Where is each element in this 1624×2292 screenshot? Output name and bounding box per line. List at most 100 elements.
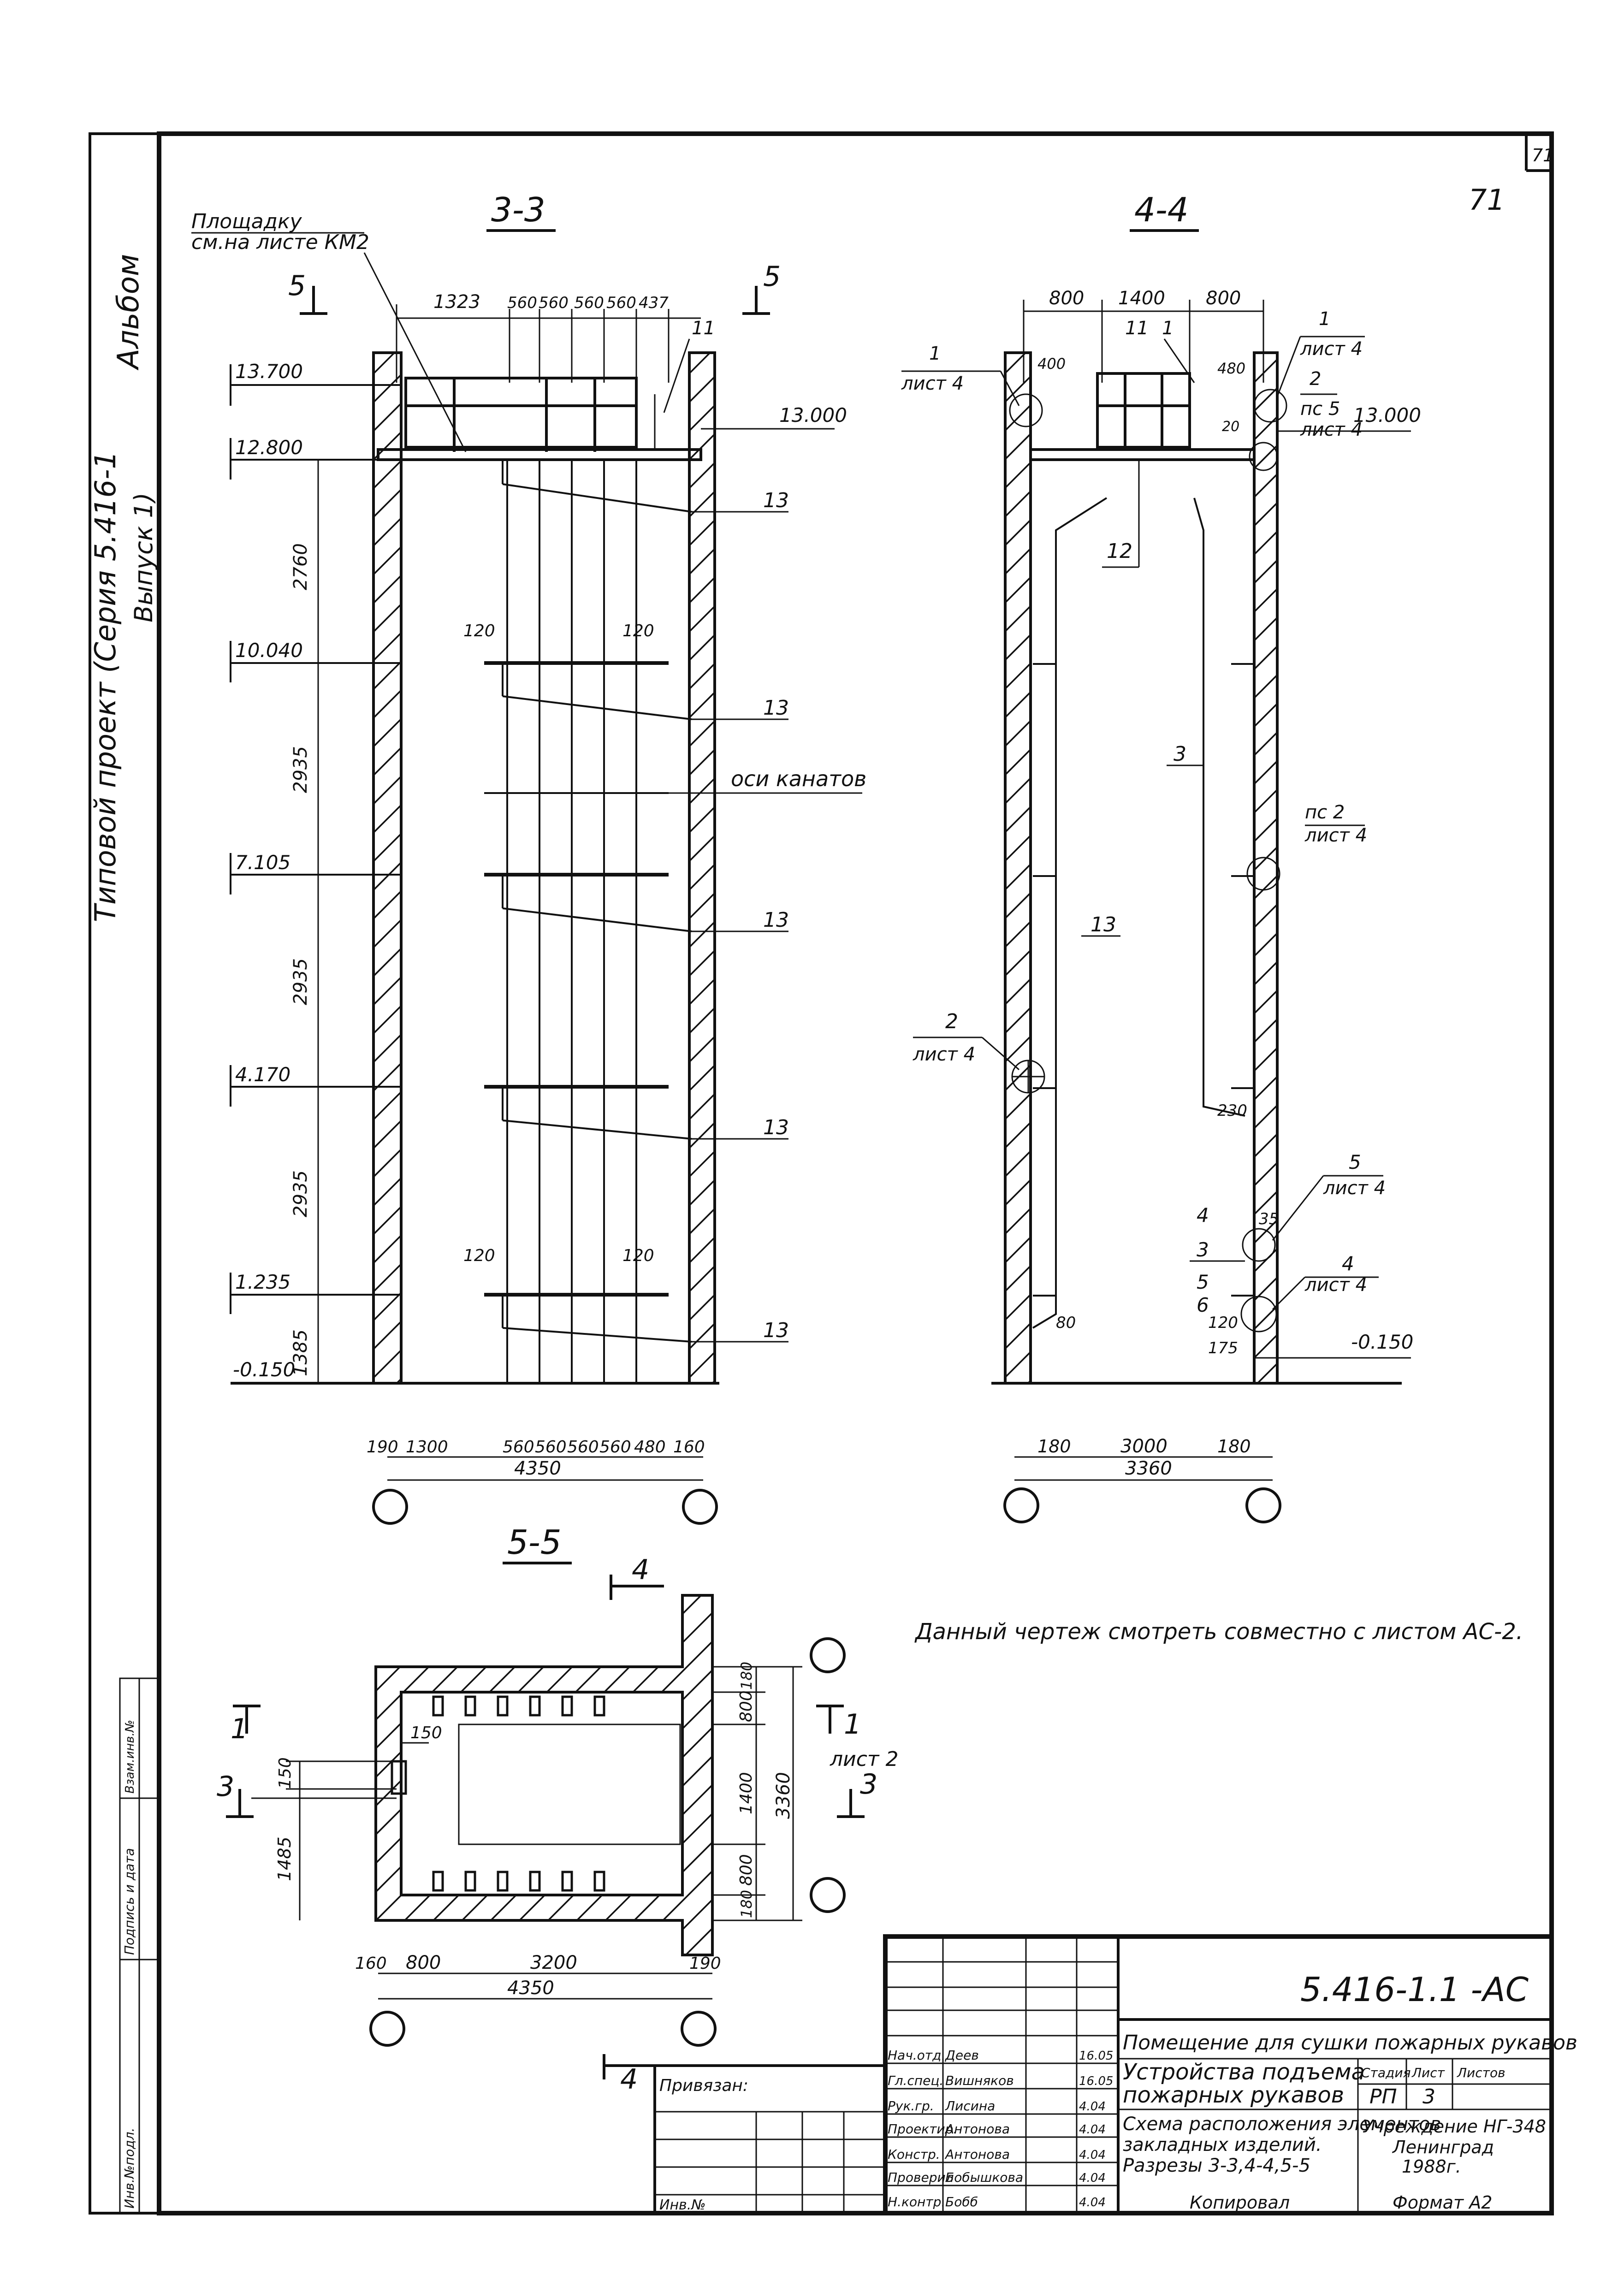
level-4170: 4.170 <box>235 1063 290 1086</box>
stamp-col-3: Взам.инв.№ <box>123 1720 137 1794</box>
sheet-number-mark: 71 <box>1469 183 1505 217</box>
bottom-dim-55-1: 160 <box>355 1954 387 1973</box>
leaf-label-1: лист 4 <box>901 373 964 394</box>
bottom-dim-7: 480 <box>634 1438 666 1457</box>
inner-frame <box>157 131 1554 2215</box>
name-2: Вишняков <box>945 2073 1014 2088</box>
top-dim-44-2: 1400 <box>1118 288 1165 309</box>
top-dim-6: 437 <box>639 294 669 312</box>
total-4350-55: 4350 <box>507 1978 554 1999</box>
callout-1-right: 1 <box>1319 308 1330 330</box>
bottom-dim-1: 190 <box>367 1438 398 1457</box>
issue-label: Выпуск 1) <box>129 492 158 622</box>
node-2-44: 2 <box>1310 368 1321 390</box>
leaf-label-4: лист 4 <box>1304 825 1367 846</box>
role-7: Н.контр. <box>888 2194 945 2209</box>
top-dim-2: 560 <box>507 294 537 312</box>
callout-1-44: 1 <box>1162 318 1174 339</box>
total-3360: 3360 <box>1125 1458 1172 1479</box>
bottom-dim-3: 560 <box>503 1438 534 1457</box>
bottom-dim-6: 560 <box>599 1438 631 1457</box>
callout-13-a: 13 <box>763 489 789 512</box>
margin-strip: Альбом Типовой проект (Серия 5.416-1 Вып… <box>89 254 160 2214</box>
vdim-2935-a: 2935 <box>290 746 311 793</box>
sheet-header: Лист <box>1411 2065 1445 2080</box>
format-label: Формат А2 <box>1393 2192 1492 2213</box>
callout-11-44: 11 <box>1125 318 1149 339</box>
level-7105: 7.105 <box>235 851 290 874</box>
bottom-dim-55-2: 800 <box>406 1952 441 1973</box>
dim-120-a: 120 <box>463 622 495 640</box>
inv-label: Инв.№ <box>659 2197 705 2213</box>
dim-120-c: 120 <box>463 1246 495 1265</box>
album-label: Альбом <box>112 254 146 371</box>
cut-5-left: 5 <box>288 270 306 302</box>
callout-13-e: 13 <box>763 1319 789 1342</box>
axis-bubble-44-left <box>1003 1487 1039 1523</box>
cut-5-right: 5 <box>763 261 781 293</box>
axis-bubble-44-right <box>1245 1487 1281 1523</box>
top-dim-3: 560 <box>539 294 569 312</box>
name-3: Лисина <box>945 2098 995 2114</box>
axis-bubble-55-left <box>369 2011 405 2047</box>
right-dim-1400: 1400 <box>737 1772 756 1814</box>
subdim-480: 480 <box>1217 360 1245 377</box>
right-wall <box>688 351 716 1385</box>
date-5: 4.04 <box>1079 2148 1106 2162</box>
dim-120-b: 120 <box>622 622 654 640</box>
cut-1-right: 1 <box>844 1708 861 1741</box>
role-6: Проверил <box>888 2170 954 2185</box>
right-dim-180-b: 180 <box>738 1890 755 1918</box>
stamp-col-1: Инв.№подл. <box>122 2128 137 2209</box>
bottom-dim-44-1: 180 <box>1037 1436 1071 1457</box>
dim-35: 35 <box>1259 1210 1279 1228</box>
role-5: Констр. <box>888 2147 940 2162</box>
role-1: Нач.отд. <box>888 2048 945 2063</box>
cut-4-top: 4 <box>632 1554 649 1586</box>
level-12800: 12.800 <box>235 436 303 459</box>
level-minus-0150-44: -0.150 <box>1351 1331 1413 1353</box>
sheet-title-1: Схема расположения элементов <box>1123 2114 1441 2135</box>
approval-rows: Нач.отд. Деев 16.05 Гл.спец. Вишняков 16… <box>888 2048 1113 2209</box>
name-4: Антонова <box>944 2121 1010 2137</box>
cut-1-left: 1 <box>231 1713 248 1745</box>
callout-13-44: 13 <box>1091 913 1116 936</box>
callout-1-left: 1 <box>929 343 941 364</box>
bottom-dim-2: 1300 <box>406 1438 448 1457</box>
sheet-value: 3 <box>1422 2085 1435 2108</box>
top-dim-4: 560 <box>574 294 604 312</box>
platform-note-2: см.на листе КМ2 <box>191 231 369 254</box>
cut-3-right: 3 <box>860 1768 877 1800</box>
callout-4-b: 4 <box>1342 1252 1354 1275</box>
top-dim-5: 560 <box>606 294 636 312</box>
leaf-2-label: лист 2 <box>830 1747 899 1771</box>
bottom-dim-5: 560 <box>567 1438 599 1457</box>
callout-13-d: 13 <box>763 1116 789 1139</box>
level-13700: 13.700 <box>235 360 303 383</box>
top-dim-44-1: 800 <box>1049 288 1084 309</box>
bottom-dim-55-4: 190 <box>689 1954 721 1973</box>
subdim-20: 20 <box>1222 419 1239 435</box>
cut-3-left: 3 <box>217 1771 234 1803</box>
dim-120-44: 120 <box>1208 1314 1238 1332</box>
section-5-5: 5-5 4 4 1 1 лист 2 3 <box>217 1523 899 2096</box>
bottom-dim-8: 160 <box>673 1438 705 1457</box>
right-dim-800-a: 800 <box>737 1690 756 1722</box>
date-3: 4.04 <box>1079 2100 1106 2114</box>
section-3-3: 3-3 Площадку см.на листе КМ2 5 5 1323 56… <box>191 190 866 1525</box>
total-4350: 4350 <box>514 1458 561 1479</box>
date-4: 4.04 <box>1079 2123 1106 2137</box>
leaf-label-3: лист 4 <box>1300 419 1363 440</box>
hanger-rows <box>484 460 692 1383</box>
role-4: Проектир. <box>888 2121 957 2137</box>
levels-3-3 <box>230 364 401 1384</box>
date-7: 4.04 <box>1079 2196 1106 2209</box>
dim-150-b: 150 <box>276 1757 295 1789</box>
embedded-parts <box>391 1695 605 1892</box>
callout-3-44: 3 <box>1174 742 1186 766</box>
vdim-2935-b: 2935 <box>290 958 311 1005</box>
axis-bubble-left <box>372 1489 408 1525</box>
vdim-1385: 1385 <box>290 1329 311 1376</box>
vdim-2935-c: 2935 <box>290 1170 311 1217</box>
leaf-label-2: лист 4 <box>1300 338 1363 360</box>
